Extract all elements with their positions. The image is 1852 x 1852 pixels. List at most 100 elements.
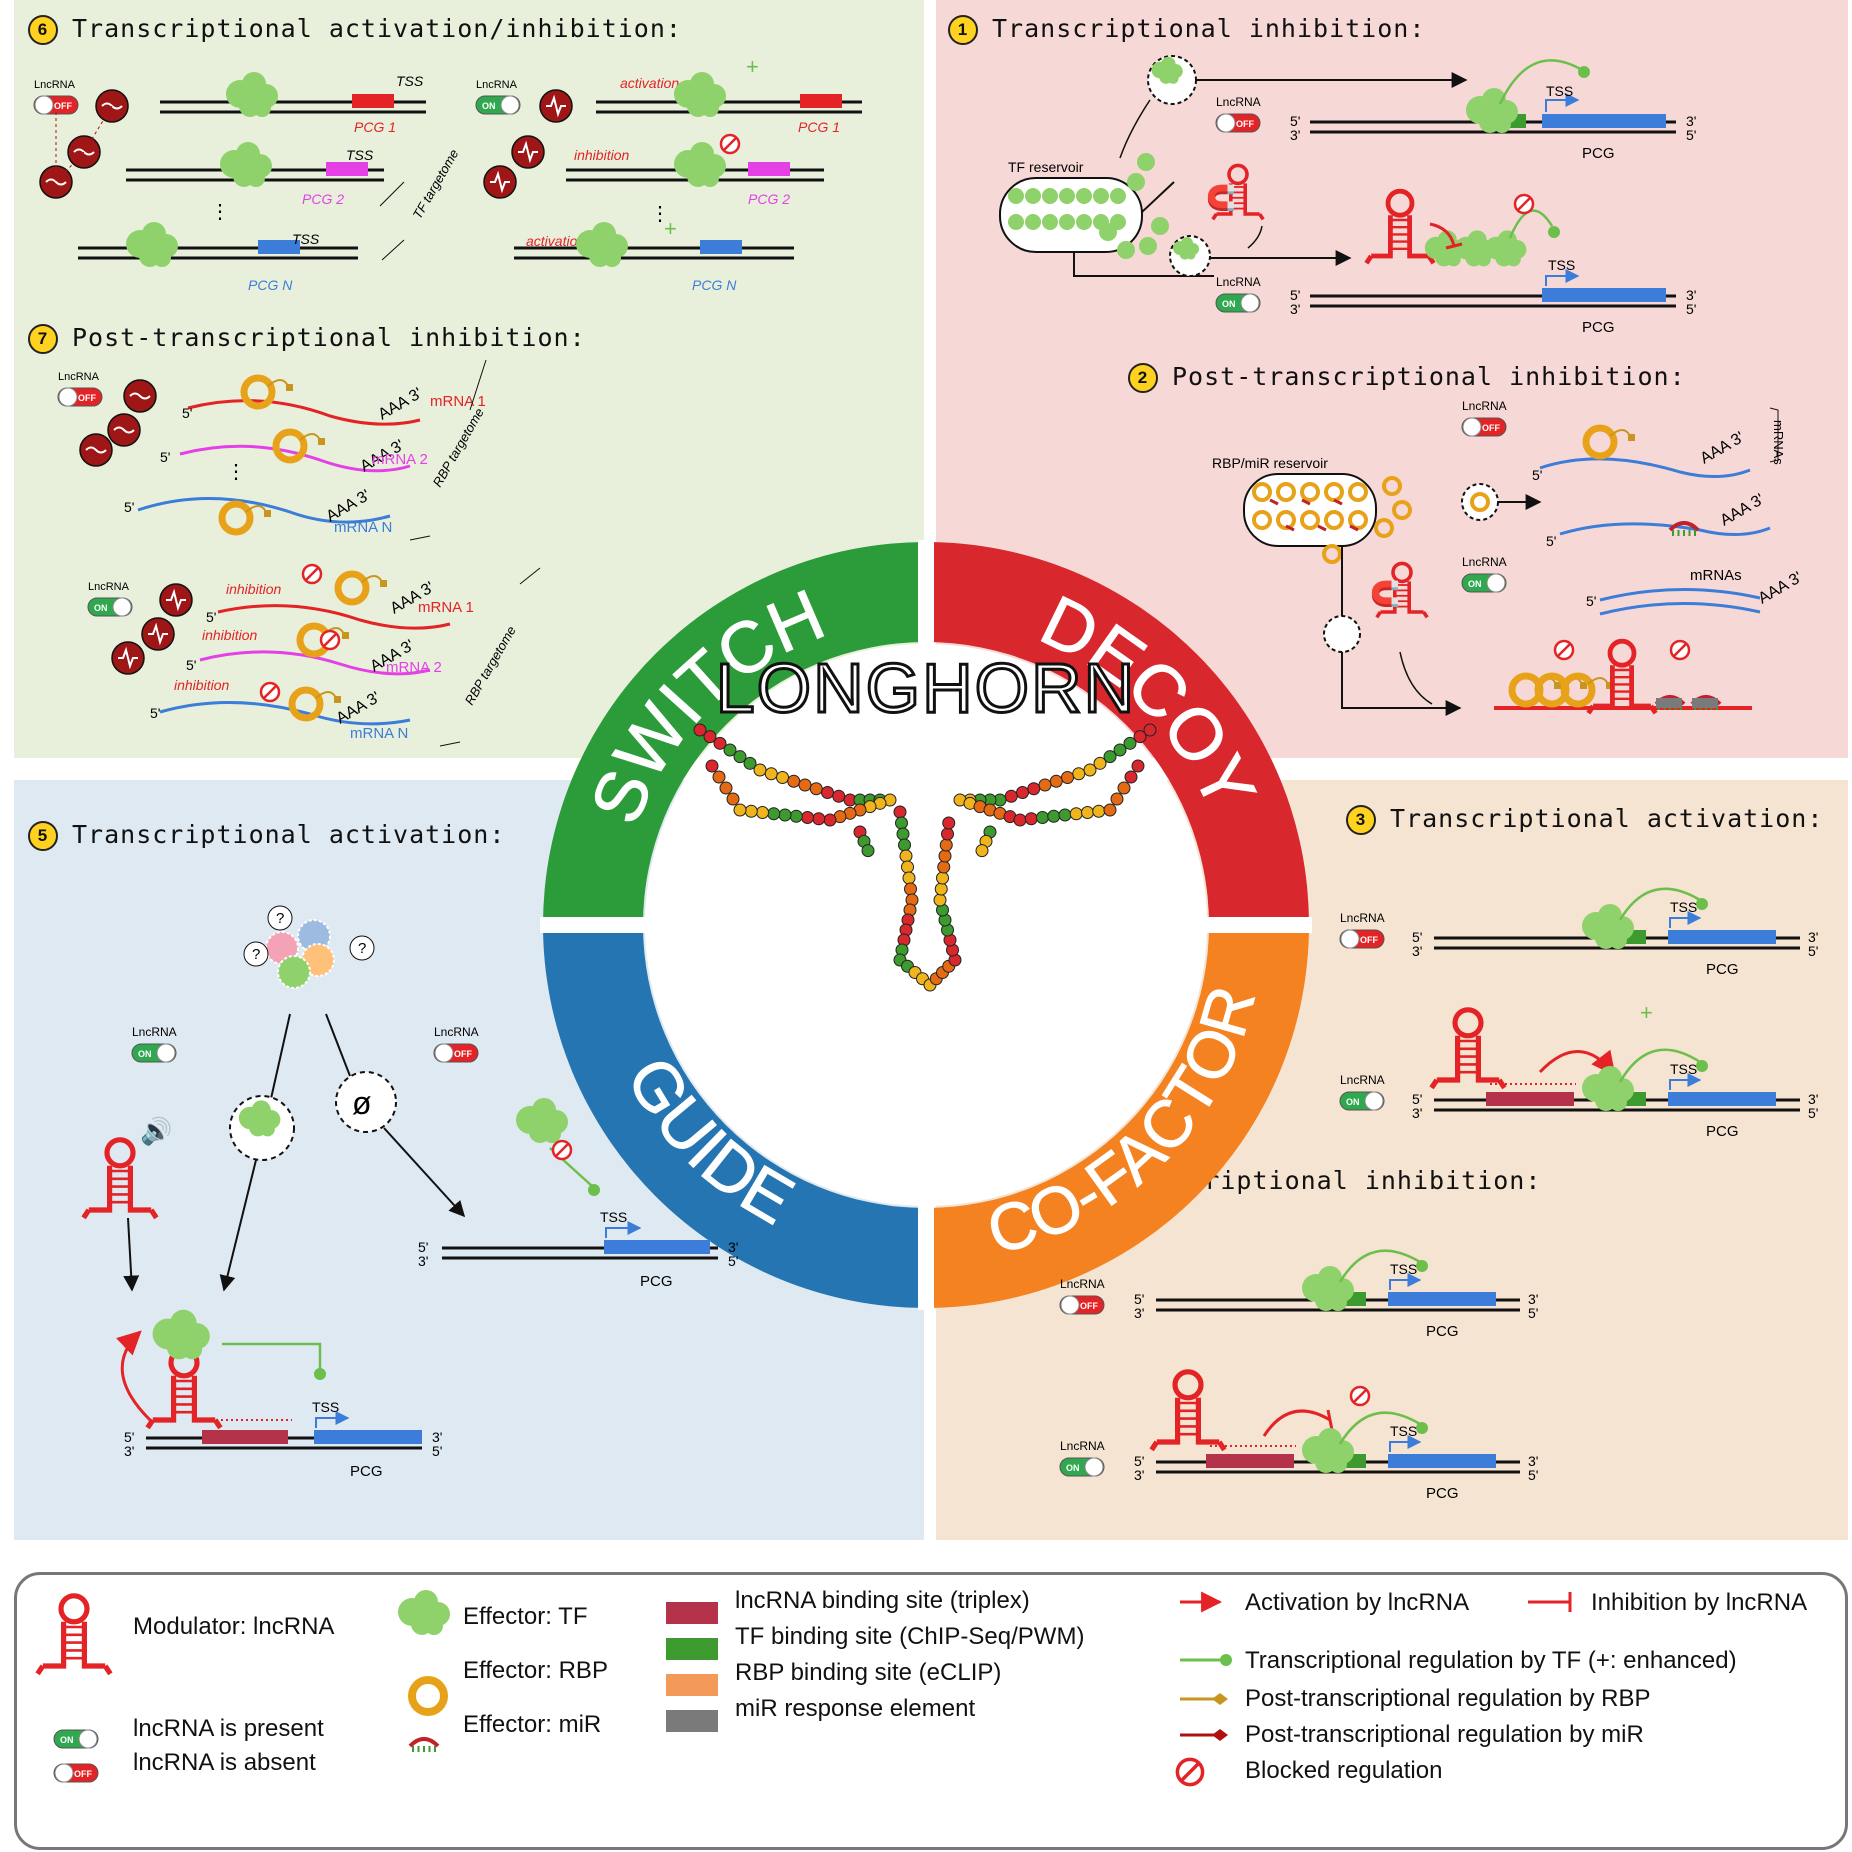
svg-text:5': 5': [206, 609, 216, 625]
lncrna-on-switch-icon: ON: [1461, 573, 1507, 593]
blocked-icon: [319, 629, 341, 651]
svg-text:5': 5': [1290, 287, 1300, 303]
svg-text:AAA 3': AAA 3': [1698, 429, 1748, 467]
section-5-diagram: ? ? ? ? ? ? ø LncRNA ON LncRNA OFF 🔊 5' …: [81, 905, 738, 1480]
blocked-icon: [719, 133, 741, 155]
svg-text:LncRNA: LncRNA: [1462, 399, 1507, 413]
tf-effector-icon: [674, 142, 726, 187]
svg-text:TF reservoir: TF reservoir: [1008, 159, 1084, 175]
lncrna-off-switch-icon: OFF: [1215, 113, 1261, 133]
svg-text:5': 5': [124, 499, 134, 515]
tf-effector-icon: [576, 222, 628, 267]
mirna-node-icon: [67, 135, 101, 169]
lncrna-on-switch-icon: ON: [475, 95, 521, 115]
center-ring: [540, 540, 1312, 1310]
svg-text:5': 5': [182, 405, 192, 421]
blocked-icon: [551, 1139, 573, 1161]
svg-text:OFF: OFF: [454, 1049, 472, 1059]
svg-text:LncRNA: LncRNA: [58, 371, 100, 383]
svg-text:mRNA N: mRNA N: [350, 725, 408, 742]
svg-text:🧲: 🧲: [1370, 580, 1400, 608]
svg-text:?: ?: [276, 910, 284, 927]
svg-text:mRNA 2: mRNA 2: [386, 659, 442, 676]
svg-text:5': 5': [1134, 1291, 1144, 1307]
section-7-diagram: LncRNA OFF AAA 3' AAA 3' AAA 3' mRNA 1 m…: [57, 359, 541, 747]
svg-text:5': 5': [124, 1429, 134, 1445]
legend-rbp-icon: [408, 1676, 448, 1716]
svg-text:3': 3': [1290, 127, 1300, 143]
mirna-node-icon: [111, 641, 145, 675]
svg-text:🔊: 🔊: [140, 1115, 172, 1147]
svg-text:ON: ON: [60, 1735, 74, 1745]
svg-text:PCG: PCG: [1706, 1123, 1739, 1140]
svg-text:mRNA 1: mRNA 1: [430, 393, 486, 410]
tf-effector-icon: [152, 1309, 210, 1360]
svg-text:mRNA 1: mRNA 1: [418, 599, 474, 616]
lncrna-off-switch-icon: OFF: [33, 95, 79, 115]
blocked-icon: [1349, 1385, 1371, 1407]
legend-tf-reg: Transcriptional regulation by TF (+: enh…: [1245, 1647, 1737, 1674]
legend-blocked: Blocked regulation: [1245, 1757, 1443, 1784]
svg-text:LncRNA: LncRNA: [1340, 911, 1385, 925]
section-6-diagram: OFF LncRNA PCG 1 PCG 2 PCG N TSS TSS TSS…: [33, 54, 862, 293]
svg-text:5': 5': [1808, 1105, 1818, 1121]
mirna-node-icon: [539, 89, 573, 123]
legend: ON OFF Modulator: lncRNA lncRNA is prese…: [14, 1572, 1848, 1850]
svg-text:PCG: PCG: [1426, 1323, 1459, 1340]
tf-effector-icon: [1173, 237, 1199, 260]
svg-text:TSS: TSS: [1546, 83, 1573, 99]
lncrna-hairpin-icon: [1586, 638, 1658, 715]
section-3-diagram: LncRNA OFF 5' 3' 3' 5' TSS PCG LncRNA ON…: [1339, 887, 1818, 1140]
svg-text:AAA 3': AAA 3': [1756, 569, 1806, 607]
blocked-icon: [301, 563, 323, 585]
legend-site-tf: TF binding site (ChIP-Seq/PWM): [735, 1623, 1085, 1650]
svg-text:PCG: PCG: [1706, 961, 1739, 978]
svg-text:5': 5': [1528, 1305, 1538, 1321]
legend-site-triplex: lncRNA binding site (triplex): [735, 1587, 1030, 1614]
svg-text:PCG 2: PCG 2: [748, 191, 790, 207]
svg-text:PCG: PCG: [350, 1463, 383, 1480]
lncrna-off-switch-icon: OFF: [1461, 417, 1507, 437]
svg-text:ON: ON: [138, 1049, 152, 1059]
diagram-canvas: SWITCH DECOY GUIDE CO-FACTOR LONGHORN OF…: [33, 54, 1818, 1502]
svg-text:⋮: ⋮: [650, 203, 670, 225]
svg-text:3': 3': [1808, 929, 1818, 945]
svg-text:3': 3': [1134, 1467, 1144, 1483]
legend-present: lncRNA is present: [133, 1715, 324, 1742]
tf-effector-icon: [220, 142, 272, 187]
ring-decoy-segment: [926, 542, 1309, 925]
svg-text:3': 3': [1686, 113, 1696, 129]
svg-text:PCG: PCG: [1582, 145, 1615, 162]
svg-text:RBP/miR reservoir: RBP/miR reservoir: [1212, 455, 1328, 471]
svg-text:mRNA 2: mRNA 2: [372, 451, 428, 468]
svg-text:5': 5': [728, 1253, 738, 1269]
mirna-node-icon: [141, 617, 175, 651]
svg-text:inhibition: inhibition: [174, 677, 229, 693]
legend-inh: Inhibition by lncRNA: [1591, 1589, 1808, 1616]
svg-text:LncRNA: LncRNA: [34, 79, 76, 91]
legend-lncrna-icon: [35, 1593, 113, 1676]
svg-text:PCG: PCG: [1582, 319, 1615, 336]
svg-text:+: +: [1640, 1000, 1653, 1025]
svg-text:mRNA N: mRNA N: [334, 519, 392, 536]
svg-text:TSS: TSS: [1670, 1061, 1697, 1077]
svg-text:OFF: OFF: [54, 101, 72, 111]
tf-effector-icon: [1582, 904, 1634, 949]
mirna-node-icon: [79, 433, 113, 467]
legend-rbp-swatch: [666, 1674, 718, 1696]
lncrna-on-switch-icon: ON: [131, 1043, 177, 1063]
svg-text:5': 5': [1546, 533, 1556, 549]
tf-effector-icon: [1582, 1066, 1634, 1111]
svg-text:5': 5': [1808, 943, 1818, 959]
rbp-effector-icon: [1582, 424, 1635, 460]
svg-text:TSS: TSS: [600, 1209, 627, 1225]
svg-text:3': 3': [1412, 943, 1422, 959]
svg-text:3': 3': [1290, 301, 1300, 317]
svg-text:OFF: OFF: [78, 393, 96, 403]
tf-effector-icon: [674, 72, 726, 117]
svg-text:PCG 1: PCG 1: [354, 119, 396, 135]
svg-text:5': 5': [1134, 1453, 1144, 1469]
svg-text:PCG: PCG: [1426, 1485, 1459, 1502]
